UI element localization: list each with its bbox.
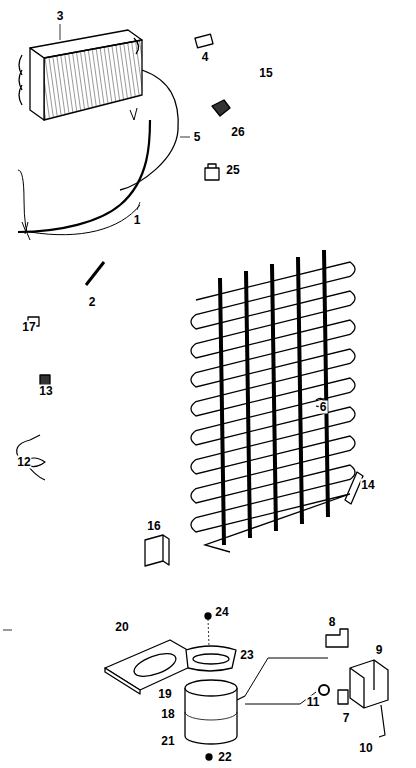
callout-number: 13 xyxy=(38,385,53,398)
callout-number: 20 xyxy=(114,621,129,634)
callout-number: 21 xyxy=(160,735,175,748)
callout-number: 12 xyxy=(16,456,31,469)
callout-number: 3 xyxy=(56,10,65,23)
relay xyxy=(350,660,388,708)
callout-number: 1 xyxy=(133,214,142,227)
callout-number: 22 xyxy=(217,751,232,764)
callout-number: 11 xyxy=(306,696,321,709)
callout-number: 26 xyxy=(230,126,245,139)
callout-number: 9 xyxy=(375,644,384,657)
condenser xyxy=(191,250,355,552)
callout-number: 18 xyxy=(160,708,175,721)
clip xyxy=(195,34,213,48)
wire-harness xyxy=(17,435,45,480)
callout-number: 10 xyxy=(358,742,373,755)
callout-number: 14 xyxy=(360,479,375,492)
callout-number: 19 xyxy=(157,688,172,701)
clamp xyxy=(205,164,219,180)
callout-number: 23 xyxy=(239,649,254,662)
callout-number: 25 xyxy=(225,164,240,177)
compressor xyxy=(185,680,245,744)
grommet xyxy=(319,685,329,695)
callout-number: 7 xyxy=(342,712,351,725)
callout-number: 17 xyxy=(21,321,36,334)
tag xyxy=(212,100,230,116)
cord xyxy=(379,705,385,737)
bracket xyxy=(145,535,169,566)
callout-number: 15 xyxy=(258,67,273,80)
drier xyxy=(86,262,104,285)
callout-number: 2 xyxy=(88,296,97,309)
callout-number: 16 xyxy=(146,520,161,533)
callout-number: 24 xyxy=(214,606,229,619)
compressor-mount xyxy=(186,646,236,671)
evaporator xyxy=(19,24,142,120)
callout-number: 4 xyxy=(201,51,210,64)
callout-number: 8 xyxy=(328,616,337,629)
callout-number: 5 xyxy=(193,131,202,144)
cover-clip xyxy=(338,690,348,704)
overload xyxy=(326,629,348,647)
callout-number: 6 xyxy=(319,401,328,414)
